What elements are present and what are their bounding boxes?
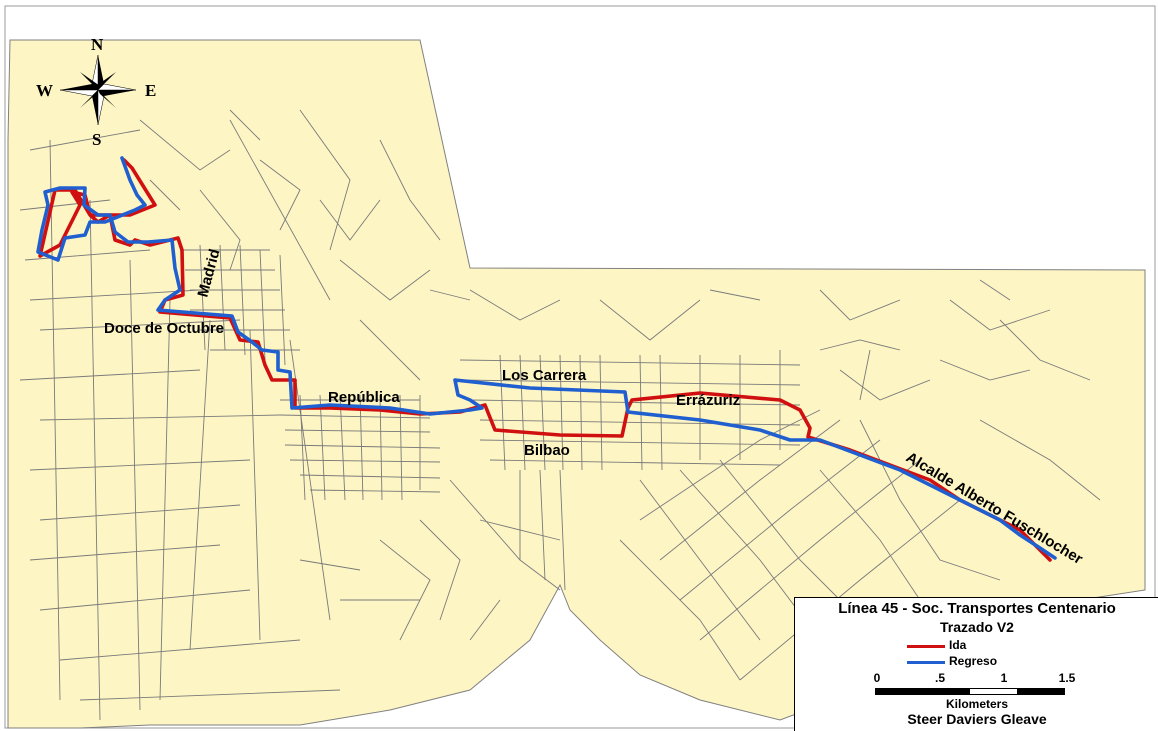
street-network — [19, 109, 1101, 721]
scale-tick-1: 1 — [1000, 671, 1008, 685]
legend-subtitle: Trazado V2 — [940, 619, 1014, 635]
map-credit: Steer Daviers Gleave — [907, 711, 1047, 727]
map-legend: Línea 45 - Soc. Transportes Centenario T… — [794, 597, 1158, 731]
scale-bar — [875, 688, 1065, 695]
study-area-polygon — [7, 39, 1146, 729]
street-label-republica: República — [328, 389, 400, 406]
legend-swatch-regreso — [907, 661, 945, 664]
street-label-errazuriz: Errázuriz — [676, 392, 740, 409]
route-regreso — [36, 156, 1057, 560]
scale-tick-0: 0 — [873, 671, 881, 685]
compass-e: E — [145, 81, 156, 100]
street-label-bilbao: Bilbao — [524, 442, 570, 459]
scale-tick-1-5: 1.5 — [1058, 671, 1076, 685]
compass-w: W — [36, 81, 53, 100]
compass-rose-icon: N S W E — [36, 35, 156, 149]
compass-s: S — [92, 130, 101, 149]
street-label-los-carrera: Los Carrera — [502, 367, 587, 384]
street-label-doce-de-octubre: Doce de Octubre — [104, 320, 224, 337]
scale-units: Kilometers — [945, 697, 1009, 711]
bus-routes — [36, 156, 1057, 562]
legend-label-regreso: Regreso — [949, 654, 998, 668]
legend-label-ida: Ida — [949, 638, 967, 652]
scale-tick-0-5: .5 — [934, 671, 945, 685]
legend-swatch-ida — [907, 645, 945, 648]
legend-title: Línea 45 - Soc. Transportes Centenario — [838, 600, 1116, 617]
compass-n: N — [91, 35, 104, 54]
